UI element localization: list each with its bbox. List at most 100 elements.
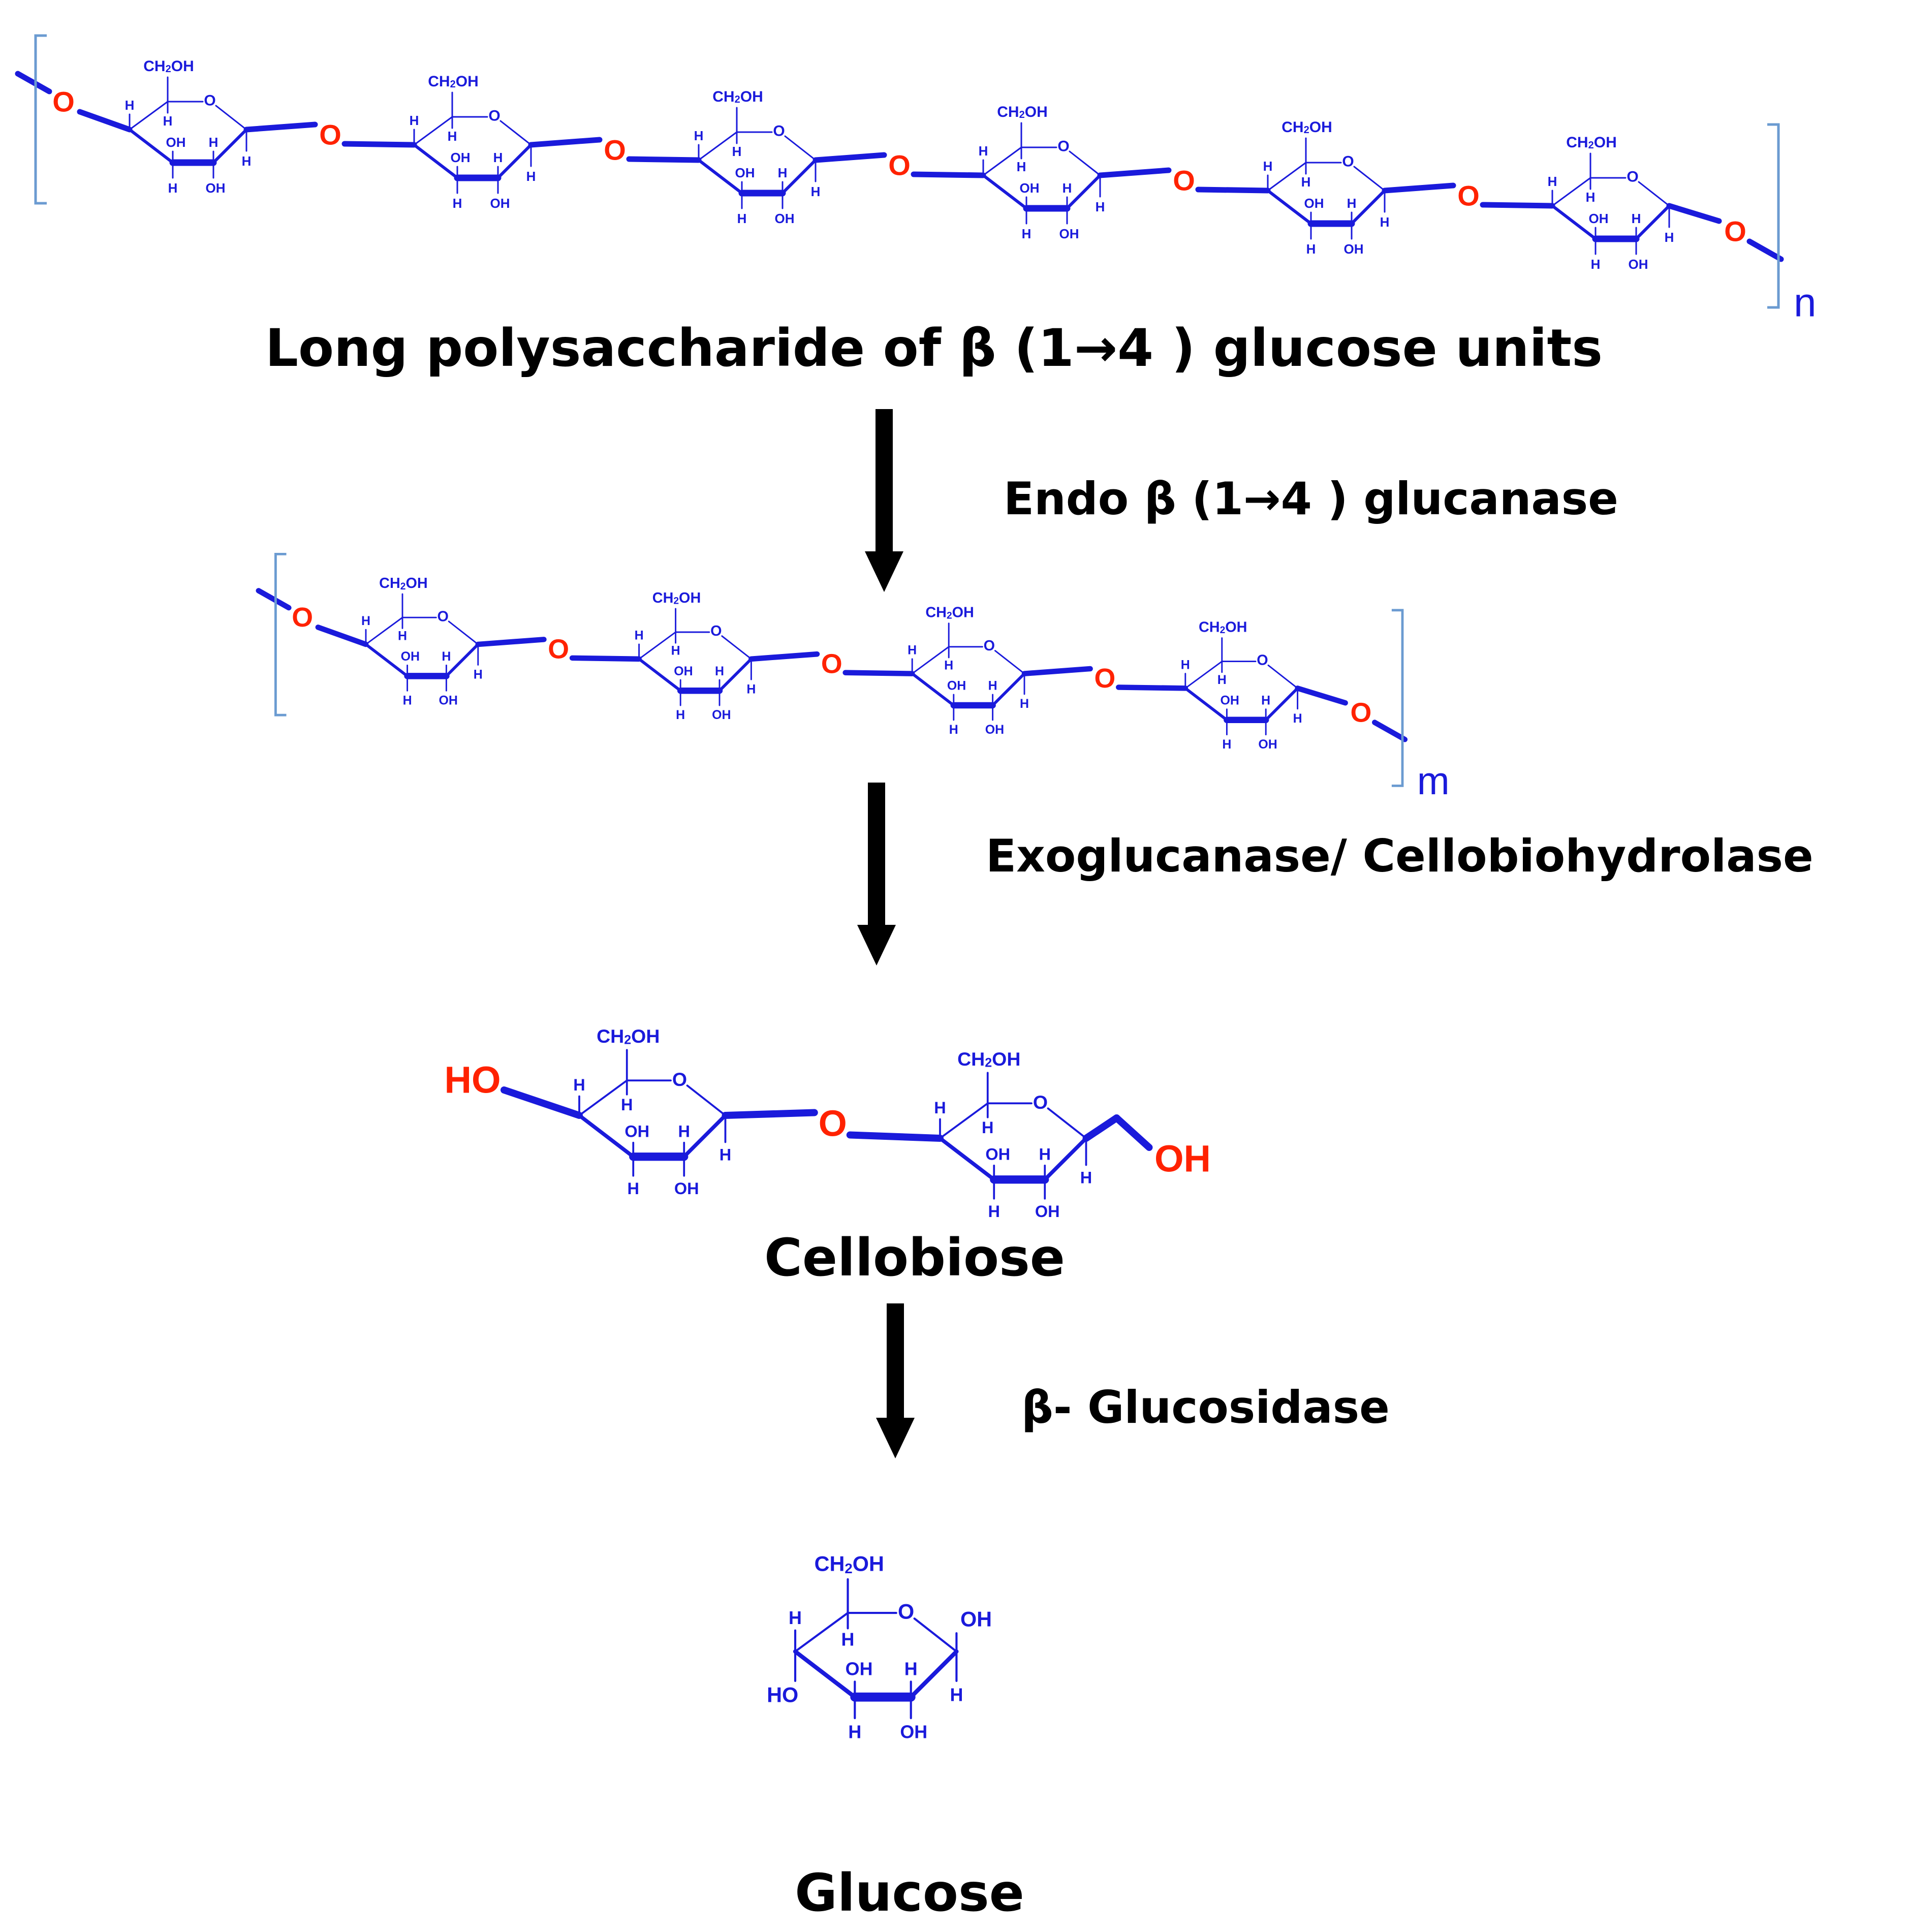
ring-bond bbox=[1267, 664, 1299, 689]
hydroxyl-label: OH bbox=[712, 708, 731, 722]
ring-bond bbox=[1066, 174, 1102, 210]
ch2oh-label: CH2OH bbox=[957, 1048, 1020, 1070]
reaction-arrows bbox=[857, 409, 915, 1458]
ring-bond bbox=[991, 672, 1026, 707]
hydrogen-label: H bbox=[982, 1118, 993, 1137]
ring-bond bbox=[577, 1113, 635, 1159]
ring-bond bbox=[499, 120, 532, 146]
ring-bond bbox=[1069, 150, 1101, 176]
hydrogen-label: H bbox=[474, 668, 483, 682]
ring-bond bbox=[129, 101, 169, 131]
hydroxyl-label: OH bbox=[985, 1145, 1010, 1163]
ring-oxygen-label: O bbox=[672, 1069, 687, 1090]
glycosidic-bond bbox=[569, 655, 642, 662]
glycosidic-bond bbox=[1116, 684, 1189, 691]
hydrogen-label: H bbox=[163, 113, 173, 129]
hydroxyl-label: OH bbox=[1304, 196, 1324, 211]
glycosidic-bond bbox=[1021, 666, 1093, 676]
hydrogen-label: H bbox=[410, 113, 419, 128]
ring-bond bbox=[1047, 1107, 1087, 1139]
ring-bond bbox=[686, 1084, 727, 1116]
ring-oxygen-label: O bbox=[488, 108, 500, 124]
hydrogen-label: H bbox=[453, 196, 462, 211]
hydrogen-label: H bbox=[1293, 711, 1302, 726]
hydroxyl-label: OH bbox=[1629, 257, 1648, 272]
ring-bond bbox=[682, 1113, 728, 1159]
bridge-oxygen-label: O bbox=[1173, 165, 1195, 197]
hydrogen-label: H bbox=[789, 1608, 802, 1628]
glycosidic-bond bbox=[1295, 685, 1348, 706]
ring-bond bbox=[794, 1612, 849, 1653]
ring-bond bbox=[939, 1102, 989, 1139]
hydrogen-label: H bbox=[1306, 241, 1316, 257]
hydrogen-label: H bbox=[361, 614, 370, 628]
glycosidic-bond bbox=[842, 670, 915, 676]
bridge-oxygen-label: O bbox=[548, 634, 569, 665]
ch2oh-label: CH2OH bbox=[1199, 619, 1247, 635]
ring-bond bbox=[1267, 162, 1307, 192]
hydrogen-label: H bbox=[442, 649, 451, 664]
reaction-arrow-2-head bbox=[857, 925, 896, 965]
hydrogen-label: H bbox=[694, 128, 704, 143]
ring-bond bbox=[697, 159, 743, 195]
glycosidic-bond bbox=[1480, 202, 1555, 209]
bridge-oxygen-label: O bbox=[52, 86, 75, 118]
hydrogen-label: H bbox=[1665, 230, 1674, 245]
bridge-oxygen-label: O bbox=[292, 602, 313, 633]
hydrogen-label: H bbox=[841, 1630, 855, 1650]
ring-bond bbox=[1551, 177, 1591, 207]
hydrogen-label: H bbox=[676, 708, 685, 722]
ring-bond bbox=[698, 131, 738, 161]
ring-bond bbox=[1551, 204, 1597, 240]
hydrogen-label: H bbox=[988, 679, 997, 693]
ch2oh-label: CH2OH bbox=[1566, 134, 1616, 151]
hydrogen-label: H bbox=[732, 144, 742, 159]
ring-bond bbox=[994, 650, 1025, 675]
hydrogen-label: H bbox=[526, 169, 536, 184]
hydroxyl-label: OH bbox=[960, 1608, 992, 1631]
hydrogen-label: H bbox=[1261, 693, 1270, 707]
hydroxyl-label: OH bbox=[775, 211, 795, 226]
ch2oh-label: CH2OH bbox=[815, 1552, 884, 1576]
hydrogen-label: H bbox=[1181, 658, 1190, 672]
hydrogen-label: H bbox=[125, 98, 135, 113]
terminal-hydroxyl-right: OH bbox=[1154, 1138, 1211, 1180]
bridge-oxygen-label: O bbox=[1350, 697, 1371, 728]
ring-oxygen-label: O bbox=[204, 92, 215, 109]
bridge-oxygen-label: O bbox=[319, 119, 341, 151]
glycosidic-bond bbox=[748, 651, 820, 662]
hydroxyl-label: OH bbox=[947, 679, 966, 693]
hydrogen-label: H bbox=[950, 1685, 963, 1705]
ring-bond bbox=[637, 657, 682, 693]
ring-bond bbox=[215, 105, 247, 131]
hydrogen-label: H bbox=[934, 1099, 946, 1117]
hydrogen-label: H bbox=[1096, 199, 1105, 214]
hydrogen-label: H bbox=[1080, 1169, 1092, 1187]
ring-bond bbox=[982, 174, 1028, 210]
hydrogen-label: H bbox=[448, 129, 457, 144]
hydrogen-label: H bbox=[1222, 737, 1231, 752]
ch2oh-label: CH2OH bbox=[925, 605, 974, 621]
hydrogen-label: H bbox=[1020, 697, 1029, 711]
hydrogen-label: H bbox=[811, 184, 821, 199]
ch2oh-label: CH2OH bbox=[597, 1025, 660, 1047]
enzyme-label-endoglucanase: Endo β (1→4 ) glucanase bbox=[1004, 473, 1618, 525]
terminal-hydroxyl-left: HO bbox=[445, 1059, 501, 1101]
caption-cellobiose: Cellobiose bbox=[764, 1228, 1065, 1288]
enzyme-label-exoglucanase: Exoglucanase/ Cellobiohydrolase bbox=[986, 830, 1814, 882]
ring-bond bbox=[938, 1136, 996, 1181]
glycosidic-bond bbox=[1097, 167, 1172, 178]
ring-bond bbox=[128, 128, 174, 164]
hydrogen-label: H bbox=[403, 693, 412, 707]
hydrogen-label: H bbox=[1017, 159, 1026, 174]
bridge-oxygen-label: O bbox=[819, 1104, 847, 1144]
hydrogen-label: H bbox=[1022, 226, 1031, 241]
hydroxyl-label: OH bbox=[846, 1659, 873, 1679]
bridge-oxygen-label: O bbox=[821, 648, 842, 679]
